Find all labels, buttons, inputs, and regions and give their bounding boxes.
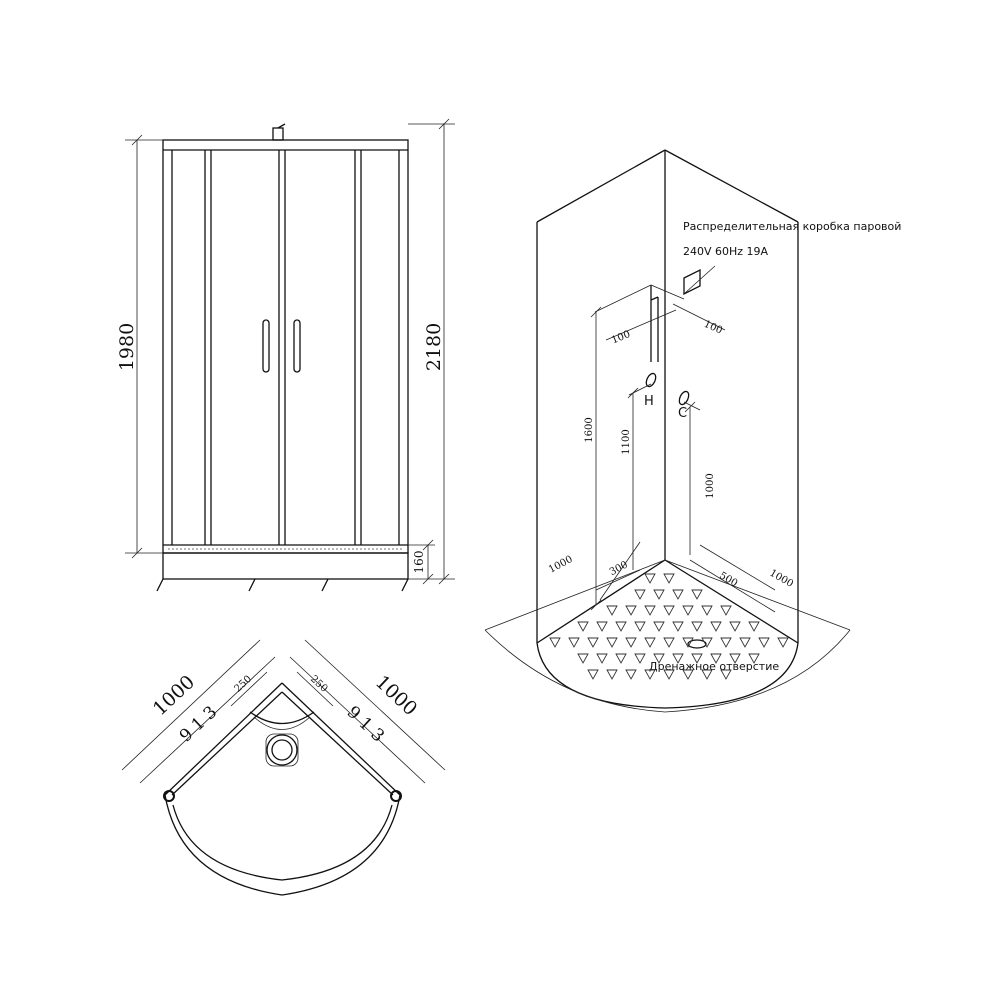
dim-outlet-offset-left: 100 (610, 329, 632, 346)
post-right (390, 790, 402, 802)
dim-outer-left: 1000 (149, 671, 199, 720)
post-left (163, 790, 175, 802)
anti-slip-triangle (691, 589, 703, 600)
anti-slip-pattern (549, 573, 789, 680)
anti-slip-triangle (748, 653, 760, 664)
anti-slip-triangle (587, 637, 599, 648)
anti-slip-triangle (549, 637, 561, 648)
anti-slip-triangle (606, 669, 618, 680)
hot-water-inlet (645, 372, 657, 388)
dim-inner-right: 9 1 3 (343, 702, 388, 746)
anti-slip-triangle (720, 669, 732, 680)
anti-slip-triangle (691, 653, 703, 664)
anti-slip-triangle (720, 637, 732, 648)
anti-slip-triangle (663, 573, 675, 584)
dim-seat-left: 250 (233, 674, 254, 695)
steam-box-label: Распределительная коробка паровой (683, 220, 901, 233)
anti-slip-triangle (644, 573, 656, 584)
top-view: 1000 1000 9 1 3 9 1 3 250 250 (121, 639, 446, 896)
dim-seat-right: 250 (308, 674, 329, 695)
dim-hot-height: 1100 (621, 429, 632, 454)
dim-cold-height: 1000 (705, 473, 716, 498)
dim-total-height: 2180 (423, 323, 445, 371)
hot-water-label: H (644, 394, 654, 409)
dim-outlet-height: 1600 (584, 417, 595, 442)
anti-slip-triangle (634, 589, 646, 600)
anti-slip-triangle (644, 669, 656, 680)
anti-slip-triangle (777, 637, 789, 648)
anti-slip-triangle (644, 637, 656, 648)
anti-slip-triangle (634, 653, 646, 664)
anti-slip-triangle (663, 605, 675, 616)
anti-slip-triangle (748, 621, 760, 632)
drain-hole (687, 639, 707, 649)
steam-junction-box (683, 268, 701, 296)
anti-slip-triangle (615, 653, 627, 664)
anti-slip-triangle (606, 637, 618, 648)
anti-slip-triangle (577, 653, 589, 664)
anti-slip-triangle (682, 605, 694, 616)
anti-slip-triangle (739, 637, 751, 648)
dim-outlet-offset-right: 100 (702, 319, 724, 337)
anti-slip-triangle (701, 605, 713, 616)
dim-base-left: 1000 (547, 554, 575, 576)
isometric-view: Распределительная коробка паровой 240V 6… (484, 149, 901, 713)
drain (266, 734, 298, 766)
anti-slip-triangle (758, 637, 770, 648)
anti-slip-triangle (710, 653, 722, 664)
anti-slip-triangle (672, 621, 684, 632)
steam-box-spec: 240V 60Hz 19A (683, 245, 769, 258)
anti-slip-triangle (691, 621, 703, 632)
tray-outer-arc (164, 794, 401, 896)
anti-slip-triangle (663, 637, 675, 648)
cold-water-label: C (678, 406, 687, 421)
anti-slip-triangle (729, 653, 741, 664)
anti-slip-triangle (587, 669, 599, 680)
corner-seat (249, 711, 315, 725)
anti-slip-triangle (729, 621, 741, 632)
anti-slip-triangle (653, 653, 665, 664)
anti-slip-triangle (701, 669, 713, 680)
anti-slip-triangle (682, 669, 694, 680)
anti-slip-triangle (568, 637, 580, 648)
anti-slip-triangle (653, 621, 665, 632)
cold-water-inlet (678, 390, 690, 406)
anti-slip-triangle (672, 653, 684, 664)
door-handle-left (262, 319, 270, 373)
anti-slip-triangle (701, 637, 713, 648)
anti-slip-triangle (653, 589, 665, 600)
anti-slip-triangle (625, 637, 637, 648)
front-view: 1980 2180 160 (116, 118, 455, 592)
dim-cabin-height: 1980 (116, 323, 138, 371)
anti-slip-triangle (663, 669, 675, 680)
anti-slip-triangle (606, 605, 618, 616)
anti-slip-triangle (710, 621, 722, 632)
anti-slip-triangle (720, 605, 732, 616)
dim-tray-height: 160 (412, 551, 426, 574)
door-handle-right (293, 319, 301, 373)
anti-slip-triangle (644, 605, 656, 616)
anti-slip-triangle (596, 621, 608, 632)
anti-slip-triangle (634, 621, 646, 632)
anti-slip-triangle (682, 637, 694, 648)
dim-outer-right: 1000 (371, 671, 421, 720)
anti-slip-triangle (615, 621, 627, 632)
shower-pipe (272, 127, 284, 141)
dim-inner-left: 9 1 3 (176, 702, 221, 746)
dim-base-right: 1000 (767, 568, 795, 590)
anti-slip-triangle (672, 589, 684, 600)
shower-tray (162, 552, 409, 580)
drain-label: Дренажное отверстие (649, 660, 779, 673)
floor-arc (536, 642, 799, 709)
anti-slip-triangle (596, 653, 608, 664)
anti-slip-triangle (625, 669, 637, 680)
anti-slip-triangle (577, 621, 589, 632)
anti-slip-triangle (625, 605, 637, 616)
